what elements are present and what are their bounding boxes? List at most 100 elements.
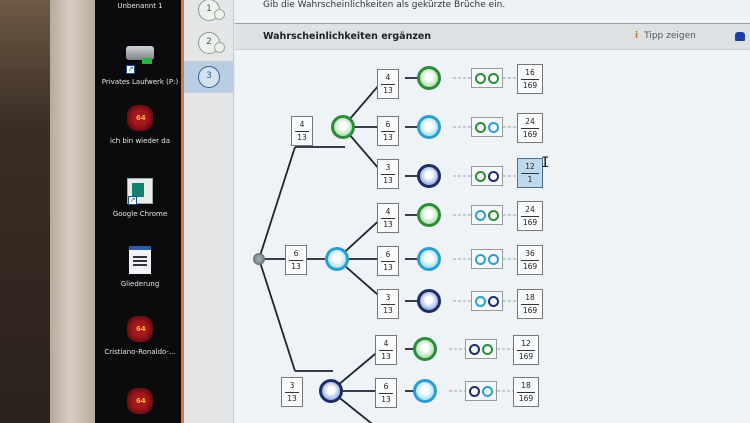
numerator: 4: [295, 120, 309, 132]
tree-edges: [258, 77, 517, 423]
numerator: 6: [379, 382, 393, 394]
denominator: 13: [381, 395, 391, 404]
denominator: 13: [383, 306, 393, 315]
desktop-item-cristiano-ronaldo[interactable]: 64 Cristiano-Ronaldo-...: [95, 316, 185, 356]
icon-badge: 64: [136, 325, 146, 333]
exercise-title: Wahrscheinlichkeiten ergänzen: [263, 31, 432, 42]
numerator: 4: [381, 207, 395, 219]
numerator: 3: [285, 381, 299, 393]
numerator: 6: [381, 250, 395, 262]
icon-badge: 64: [136, 114, 146, 122]
desktop-item-gliederung[interactable]: Gliederung: [95, 246, 185, 288]
instruction-text: Gib die Wahrscheinlichkeiten als gekürzt…: [263, 0, 506, 10]
monitor-bezel: [50, 0, 100, 423]
cyan-ball-icon: [475, 210, 486, 221]
exercise-panel: Gib die Wahrscheinlichkeiten als gekürzt…: [235, 0, 750, 423]
outcome-pair-cyan-navy: [471, 291, 503, 311]
outcome-pair-navy-green: [465, 339, 497, 359]
leaf-green-node: [417, 66, 441, 90]
chrome-shortcut-icon: ↗: [127, 178, 153, 205]
numerator: 4: [379, 339, 393, 351]
outcome-pair-green-cyan: [471, 117, 503, 137]
numerator: 24: [521, 117, 539, 129]
desktop-item-label: Google Chrome: [112, 210, 168, 218]
green-ball-icon: [475, 122, 486, 133]
green-ball-icon: [488, 73, 499, 84]
cyan-ball-icon: [475, 254, 486, 265]
numerator: 16: [521, 68, 539, 80]
numerator: 3: [381, 293, 395, 305]
tree-root-node: [253, 253, 265, 265]
step-3-button[interactable]: 3: [184, 61, 234, 93]
navy-ball-icon: [488, 296, 499, 307]
desktop-item-unlabeled[interactable]: 64: [95, 388, 185, 414]
numerator: 6: [381, 120, 395, 132]
window-border: [181, 0, 184, 423]
cyan-ball-icon: [475, 296, 486, 307]
numerator: 18: [517, 381, 535, 393]
desktop-item-ich-bin-wieder-da[interactable]: 64 ich bin wieder da: [95, 105, 185, 145]
leaf-navy-node: [417, 289, 441, 313]
numerator: 6: [289, 249, 303, 261]
denominator: 13: [291, 262, 301, 271]
document-icon: [129, 246, 151, 274]
desktop-item-private-drive[interactable]: ↗ Privates Laufwerk (P:): [95, 40, 185, 86]
green-ball-icon: [475, 171, 486, 182]
cyan-ball-icon: [482, 386, 493, 397]
denominator: 169: [522, 81, 538, 90]
denominator: 13: [383, 263, 393, 272]
outcome-pair-cyan-green: [471, 205, 503, 225]
leaf-navy-node: [417, 164, 441, 188]
shortcut-arrow-icon: ↗: [126, 65, 135, 74]
desktop-item-unbenannt[interactable]: Unbenannt 1: [95, 0, 185, 10]
text-cursor-icon: I: [541, 155, 550, 171]
level1-cyan-node: [325, 247, 349, 271]
denominator: 1: [527, 175, 533, 184]
numerator: 12: [521, 162, 539, 174]
step-navigation: 1 2 3: [184, 0, 234, 423]
step-2-button[interactable]: 2: [184, 27, 234, 59]
leaf-cyan-node: [413, 379, 437, 403]
denominator: 169: [522, 262, 538, 271]
step-1-button[interactable]: 1: [184, 0, 234, 26]
desktop-item-label: Cristiano-Ronaldo-...: [104, 348, 176, 356]
learning-app-window: 1 2 3 Gib die Wahrscheinlichkeiten als g…: [184, 0, 750, 423]
next-icon[interactable]: [735, 32, 745, 41]
network-drive-icon: ↗: [126, 46, 154, 74]
desktop-item-label: Unbenannt 1: [117, 2, 163, 10]
smiley-icon: [214, 42, 225, 53]
desktop-item-google-chrome[interactable]: ↗ Google Chrome: [95, 178, 185, 218]
outcome-pair-green-navy: [471, 166, 503, 186]
red-64-icon: 64: [127, 388, 153, 414]
level1-green-node: [331, 115, 355, 139]
green-ball-icon: [482, 344, 493, 355]
red-64-icon: 64: [127, 105, 153, 131]
numerator: 36: [521, 249, 539, 261]
step-number: 3: [198, 66, 220, 88]
navy-ball-icon: [469, 386, 480, 397]
denominator: 169: [522, 130, 538, 139]
denominator: 13: [383, 86, 393, 95]
numerator: 18: [521, 293, 539, 305]
